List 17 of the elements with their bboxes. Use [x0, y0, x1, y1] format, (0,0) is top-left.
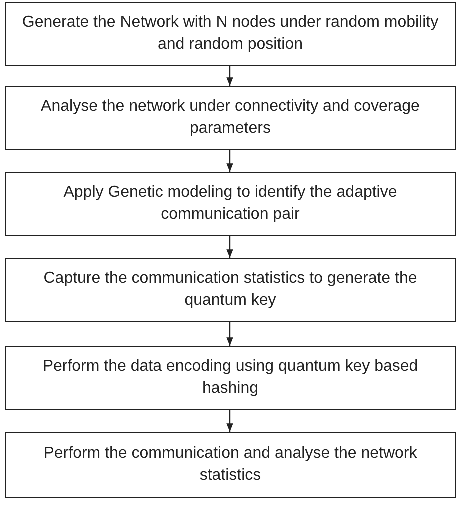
process-box — [5, 432, 456, 498]
arrow — [226, 150, 234, 172]
arrow — [226, 410, 234, 432]
process-box — [5, 2, 456, 66]
arrow — [226, 236, 234, 258]
process-box — [5, 86, 456, 150]
step-text: Apply Genetic modeling to identify the adaptive communication pair — [62, 183, 398, 225]
process-box — [5, 172, 456, 236]
step-text: Capture the communication statistics to generate the quantum key — [42, 269, 418, 311]
step-text: Generate the Network with N nodes under random mobility and random position — [21, 13, 440, 55]
step-text: Analyse the network under connectivity and coverage parameters — [40, 97, 421, 139]
arrow — [226, 66, 234, 86]
process-box — [5, 346, 456, 410]
process-box — [5, 258, 456, 322]
arrow — [226, 322, 234, 346]
step-text: Perform the data encoding using quantum key based hashing — [42, 357, 420, 399]
step-text: Perform the communication and analyse the network statistics — [42, 444, 418, 486]
